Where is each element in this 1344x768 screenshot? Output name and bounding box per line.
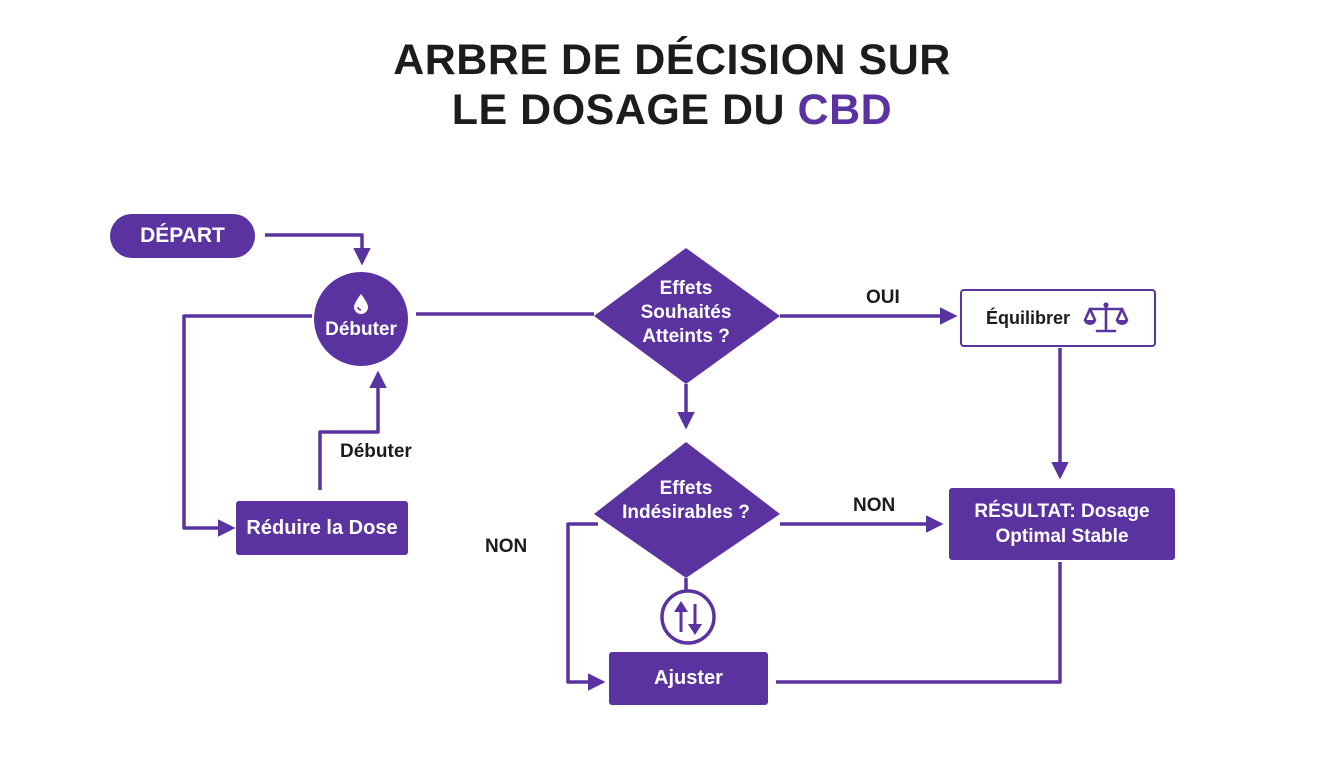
decision-1-shape <box>594 248 780 384</box>
result-line-2: Optimal Stable <box>995 526 1129 547</box>
page-title-line-1: ARBRE DE DÉCISION SUR <box>393 36 951 84</box>
decision-2-line-1: Effets <box>659 478 713 499</box>
decision-2-line-2: Indésirables ? <box>622 502 750 523</box>
edge-label-no-left: NON <box>485 536 528 557</box>
start-node[interactable]: DÉPART <box>110 214 255 258</box>
drop-icon <box>353 293 369 315</box>
decision-1-text[interactable]: Effets Souhaités Atteints ? <box>604 277 768 349</box>
title-prefix: LE DOSAGE DU <box>451 86 798 134</box>
title-accent: CBD <box>797 86 893 134</box>
balance-label: Équilibrer <box>985 307 1070 328</box>
begin-label: Débuter <box>325 319 397 340</box>
decision-2-shape <box>594 442 780 578</box>
decision-1-line-1: Effets <box>659 278 713 299</box>
decision-1-line-3: Atteints ? <box>642 326 730 347</box>
swap-circle <box>660 589 716 645</box>
edge-decision2-to-adjust <box>566 522 606 691</box>
edge-start-to-begin <box>265 233 371 266</box>
scale-icon <box>1082 301 1130 335</box>
edge-label-no-right: NON <box>853 495 896 516</box>
edge-reduce-to-begin <box>318 370 387 490</box>
adjust-label: Ajuster <box>654 667 723 689</box>
begin-node[interactable]: Débuter <box>314 272 408 366</box>
edge-adjust-to-result <box>776 562 1062 684</box>
edge-label-begin-return: Débuter <box>340 441 412 462</box>
result-line-1: RÉSULTAT: Dosage <box>974 501 1150 522</box>
decision-2-text[interactable]: Effets Indésirables ? <box>594 477 778 525</box>
reduce-dose-label: Réduire la Dose <box>246 516 398 539</box>
reduce-dose-node[interactable]: Réduire la Dose <box>236 501 408 555</box>
start-label: DÉPART <box>140 224 225 247</box>
page-title-line-2: LE DOSAGE DU CBD <box>0 86 1344 134</box>
balance-node[interactable]: Équilibrer <box>960 289 1156 347</box>
edge-begin-to-reduce <box>182 314 312 537</box>
adjust-node[interactable]: Ajuster <box>609 652 768 705</box>
edge-label-yes: OUI <box>866 287 900 308</box>
up-down-arrows-icon <box>674 601 702 635</box>
result-node[interactable]: RÉSULTAT: Dosage Optimal Stable <box>949 488 1175 560</box>
decision-1-line-2: Souhaités <box>640 302 732 323</box>
